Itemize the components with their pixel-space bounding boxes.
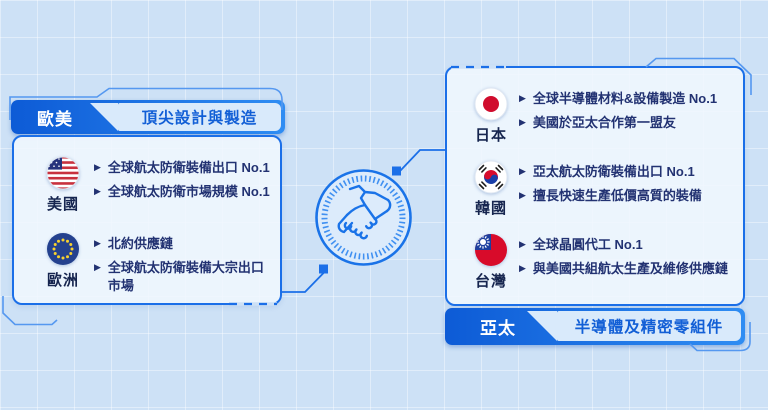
left-panel: 美國 ▶ 全球航太防衛裝備出口 No.1 ▶ 全球航太防衛市場規模 No.1 歐洲 ▶ 北約供…	[12, 135, 282, 305]
country-row: 台灣 ▶ 全球晶圓代工 No.1 ▶ 與美國共組航太生產及維修供應鏈	[463, 233, 739, 291]
country-label: 韓國	[474, 200, 507, 217]
bullet-icon: ▶	[519, 239, 526, 249]
country-row: 美國 ▶ 全球航太防衛裝備出口 No.1 ▶ 全球航太防衛市場規模 No.1	[32, 156, 276, 214]
fact-text: 全球航太防衛裝備大宗出口市場	[107, 260, 264, 294]
fact-item: ▶ 美國於亞太合作第一盟友	[519, 114, 717, 132]
taiwan-flag-icon	[474, 233, 508, 267]
korea-flag-icon	[474, 160, 508, 194]
fact-text: 全球半導體材料&設備製造 No.1	[532, 91, 718, 106]
fact-item: ▶ 全球晶圓代工 No.1	[519, 236, 728, 254]
left-connector-line	[281, 271, 325, 293]
fact-text: 擅長快速生產低價高質的裝備	[532, 188, 702, 204]
fact-item: ▶ 與美國共組航太生產及維修供應鏈	[519, 260, 728, 278]
right-region-title-badge: 半導體及精密零組件	[527, 311, 741, 341]
left-region-tab: 歐美	[37, 109, 73, 129]
left-region-header: 歐美 頂尖設計與製造	[11, 100, 285, 134]
country-row: 歐洲 ▶ 北約供應鏈 ▶ 全球航太防衛裝備大宗出口市場	[32, 232, 276, 296]
left-region-title-badge: 頂尖設計與製造	[90, 103, 281, 131]
fact-item: ▶ 全球航太防衛裝備大宗出口市場	[94, 259, 276, 295]
country-label: 歐洲	[46, 272, 79, 289]
fact-item: ▶ 擅長快速生產低價高質的裝備	[519, 187, 702, 205]
japan-flag-icon	[474, 87, 508, 121]
fact-text: 北約供應鏈	[107, 236, 173, 251]
right-region-title: 半導體及精密零組件	[574, 319, 724, 336]
fact-item: ▶ 北約供應鏈	[94, 235, 276, 253]
fact-item: ▶ 亞太航太防衛裝備出口 No.1	[519, 163, 702, 181]
left-region-title: 頂尖設計與製造	[141, 110, 258, 127]
fact-item: ▶ 全球半導體材料&設備製造 No.1	[519, 90, 717, 108]
bullet-icon: ▶	[94, 238, 101, 248]
left-panel-entries: 美國 ▶ 全球航太防衛裝備出口 No.1 ▶ 全球航太防衛市場規模 No.1 歐洲 ▶ 北約供…	[14, 137, 280, 303]
bullet-icon: ▶	[94, 262, 101, 273]
fact-item: ▶ 全球航太防衛裝備出口 No.1	[94, 159, 270, 177]
bullet-icon: ▶	[94, 186, 101, 197]
country-row: 日本 ▶ 全球半導體材料&設備製造 No.1 ▶ 美國於亞太合作第一盟友	[463, 87, 739, 145]
bullet-icon: ▶	[519, 93, 526, 103]
bullet-icon: ▶	[519, 166, 526, 176]
bullet-icon: ▶	[519, 117, 526, 128]
country-row: 韓國 ▶ 亞太航太防衛裝備出口 No.1 ▶ 擅長快速生產低價高質的裝備	[463, 160, 739, 218]
fact-item: ▶ 全球航太防衛市場規模 No.1	[94, 183, 270, 201]
right-region-header: 亞太 半導體及精密零組件	[445, 308, 745, 345]
country-label: 日本	[474, 127, 507, 144]
right-panel-entries: 日本 ▶ 全球半導體材料&設備製造 No.1 ▶ 美國於亞太合作第一盟友韓國 ▶ 亞太航太防…	[447, 68, 743, 304]
us-flag-icon	[46, 156, 80, 190]
right-panel: 日本 ▶ 全球半導體材料&設備製造 No.1 ▶ 美國於亞太合作第一盟友韓國 ▶ 亞太航太防…	[445, 66, 745, 306]
fact-text: 全球航太防衛市場規模 No.1	[107, 184, 270, 200]
right-region-tab: 亞太	[480, 319, 516, 338]
eu-flag-icon	[46, 232, 80, 266]
fact-text: 與美國共組航太生產及維修供應鏈	[532, 261, 728, 277]
fact-text: 亞太航太防衛裝備出口 No.1	[532, 164, 695, 179]
country-label: 美國	[46, 196, 79, 213]
fact-text: 全球晶圓代工 No.1	[532, 237, 643, 252]
bullet-icon: ▶	[519, 190, 526, 201]
fact-text: 全球航太防衛裝備出口 No.1	[107, 160, 270, 175]
bullet-icon: ▶	[94, 162, 101, 172]
bullet-icon: ▶	[519, 263, 526, 274]
fact-text: 美國於亞太合作第一盟友	[532, 115, 676, 131]
country-label: 台灣	[474, 273, 507, 290]
handshake-icon	[314, 168, 413, 267]
